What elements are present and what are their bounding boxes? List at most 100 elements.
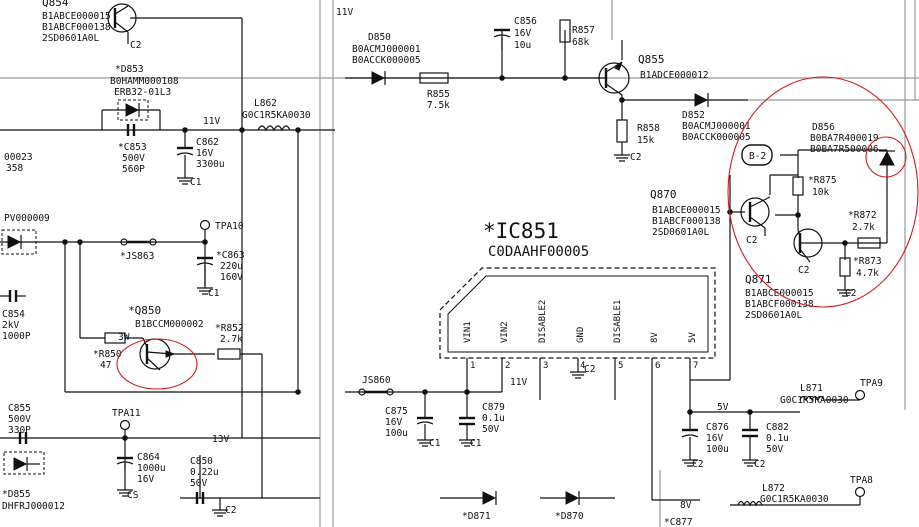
ic851: *IC851 C0DAAHF00005 VIN1 VIN2 DISABLE2 G… xyxy=(439,219,716,379)
q871-part-2: B1ABCF000138 xyxy=(745,299,814,310)
r873-ref: *R873 xyxy=(853,256,882,267)
tpa9-ref: TPA9 xyxy=(860,378,883,389)
c863-gnd: C1 xyxy=(208,288,220,299)
r858-val: 15k xyxy=(637,135,654,146)
r873-resistor xyxy=(839,257,851,277)
ic-pin-4: 4 xyxy=(580,361,585,371)
c855-v2: 330P xyxy=(8,425,31,436)
b2-connector xyxy=(741,144,773,166)
tpa11-ref: TPA11 xyxy=(112,408,141,419)
d871-ref: *D871 xyxy=(462,511,491,522)
c854-v2: 1000P xyxy=(2,331,31,342)
c863-v2: 160V xyxy=(220,272,243,283)
q855-transistor xyxy=(598,61,630,96)
net-13v: 13V xyxy=(212,434,229,445)
d871-diode xyxy=(440,491,497,505)
svg-text:DISABLE2: DISABLE2 xyxy=(538,300,548,343)
tpa10-testpoint xyxy=(199,219,211,231)
q854-part-2: B1ABCF000138 xyxy=(42,22,111,33)
c856-capacitor xyxy=(493,28,511,50)
c875-v2: 100u xyxy=(385,428,408,439)
left-label-2: 358 xyxy=(6,163,23,174)
c853-capacitor xyxy=(126,124,136,136)
d855-diode xyxy=(3,451,45,475)
d852-part-2: B0ACCK000005 xyxy=(682,132,751,143)
ic-pin-1: 1 xyxy=(470,361,475,371)
svg-text:GND: GND xyxy=(576,327,586,343)
ic-pin-6: 6 xyxy=(655,361,660,371)
d852-part-1: B0ACMJ000001 xyxy=(682,121,751,132)
d853-part-2: ERB32-01L3 xyxy=(114,87,171,98)
svg-text:VIN1: VIN1 xyxy=(463,321,473,343)
q871-ref: Q871 xyxy=(745,273,772,286)
ic-gnd-label: C2 xyxy=(584,364,595,375)
c875-capacitor xyxy=(416,410,434,447)
c882-capacitor xyxy=(742,428,758,467)
c854-v1: 2kV xyxy=(2,320,19,331)
c862-ref: C862 xyxy=(196,137,219,148)
ic-pin-5: 5 xyxy=(618,361,623,371)
c864-v2: 16V xyxy=(137,474,154,485)
left-diode xyxy=(1,229,37,255)
r850-resistor xyxy=(104,332,126,344)
r855-val: 7.5k xyxy=(427,100,450,111)
r852-resistor xyxy=(217,348,241,360)
c876-v1: 16V xyxy=(706,433,723,444)
l862-part: G0C1R5KA0030 xyxy=(242,110,311,121)
l862-inductor xyxy=(257,125,291,132)
d870-diode xyxy=(540,491,615,505)
ic-pin-7-name: 5V xyxy=(688,332,698,343)
highlight-d856 xyxy=(865,136,907,178)
q871-part-3: 2SD0601A0L xyxy=(745,310,802,321)
svg-text:VIN2: VIN2 xyxy=(500,321,510,343)
c850-gnd: C2 xyxy=(225,505,236,516)
c853-v1: 500V xyxy=(122,153,145,164)
c882-ref: C882 xyxy=(766,422,789,433)
q854-gnd: C2 xyxy=(130,40,141,51)
c855-v1: 500V xyxy=(8,414,31,425)
q850-part: B1BCCM000002 xyxy=(135,319,204,330)
c854-capacitor xyxy=(0,290,26,302)
l871-ref: L871 xyxy=(800,383,823,394)
r850-tag: 3W xyxy=(118,332,130,343)
svg-text:8V: 8V xyxy=(650,332,660,343)
c876-ref: C876 xyxy=(706,422,729,433)
d850-diode xyxy=(371,71,386,85)
ic-pin-3: 3 xyxy=(543,361,548,371)
c853-ref: *C853 xyxy=(118,142,147,153)
ic-part: C0DAAHF00005 xyxy=(488,244,589,260)
net-11v-top: 11V xyxy=(336,7,353,18)
d856-diode xyxy=(879,150,895,166)
r850-ref: *R850 xyxy=(93,349,122,360)
c879-v2: 50V xyxy=(482,424,499,435)
c879-gnd: C1 xyxy=(470,438,482,449)
r875-resistor xyxy=(792,176,804,196)
c856-v1: 16V xyxy=(514,28,531,39)
l872-inductor xyxy=(737,500,763,507)
c876-v2: 100u xyxy=(706,444,729,455)
c853-v2: 560P xyxy=(122,164,145,175)
svg-text:DISABLE1: DISABLE1 xyxy=(613,300,623,343)
net-11v-ic: 11V xyxy=(510,377,527,388)
r858-gnd: C2 xyxy=(630,152,641,163)
c856-ref: C856 xyxy=(514,16,537,27)
r872-val: 2.7k xyxy=(852,222,875,233)
d856-part-2: B0BA7R500006 xyxy=(810,144,879,155)
d853-ref: *D853 xyxy=(115,64,144,75)
c850-v1: 0.22u xyxy=(190,467,219,478)
c864-v1: 1000u xyxy=(137,463,166,474)
d852-diode xyxy=(694,93,709,107)
d870-ref: *D870 xyxy=(555,511,584,522)
c882-v1: 0.1u xyxy=(766,433,789,444)
left-label-3: PV000009 xyxy=(4,213,50,224)
c875-ref: C875 xyxy=(385,406,408,417)
r855-ref: R855 xyxy=(427,89,450,100)
c879-v1: 0.1u xyxy=(482,413,505,424)
c862-v1: 16V xyxy=(196,148,213,159)
q870-gnd: C2 xyxy=(746,235,757,246)
c882-gnd: C2 xyxy=(754,459,765,470)
r875-ref: *R875 xyxy=(808,175,837,186)
q854-ref: Q854 xyxy=(42,0,69,9)
c850-capacitor xyxy=(195,492,228,517)
